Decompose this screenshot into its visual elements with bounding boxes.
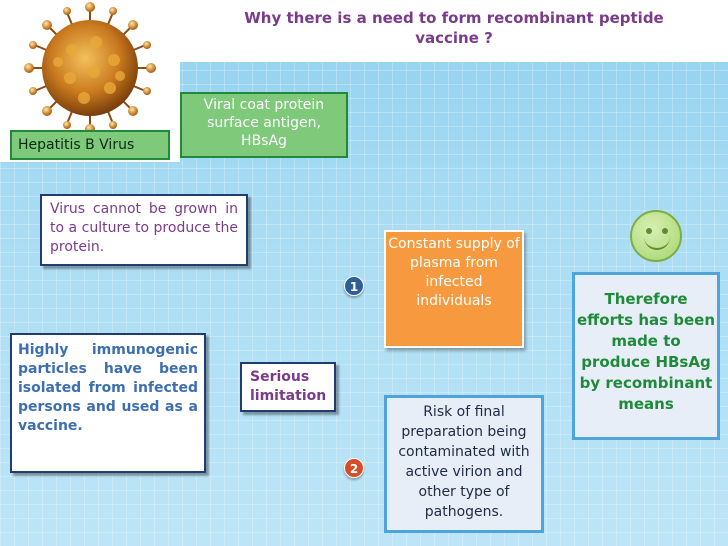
limitation-2-badge: 2 [344, 458, 364, 478]
smiley-eye-right [662, 228, 668, 234]
immunogenic-box: Highly immunogenic particles have been i… [10, 333, 206, 473]
serious-limitation-box: Serious limitation [240, 362, 336, 412]
slide-title: Why there is a need to form recombinant … [180, 0, 728, 62]
conclusion-box: Therefore efforts has been made to produ… [572, 272, 720, 440]
limitation-1-box: Constant supply of plasma from infected … [384, 230, 524, 348]
limitation-1-badge: 1 [344, 276, 364, 296]
smiley-eye-left [646, 228, 652, 234]
smiley-mouth [644, 234, 670, 250]
limitation-2-box: Risk of final preparation being contamin… [384, 395, 544, 533]
virus-label: Hepatitis B Virus [10, 130, 170, 160]
hbsag-box: Viral coat protein surface antigen, HBsA… [180, 92, 348, 158]
hepatitis-b-virus-illustration [24, 2, 156, 134]
cannot-grow-box: Virus cannot be grown in to a culture to… [40, 194, 248, 266]
smiley-icon [630, 210, 682, 262]
